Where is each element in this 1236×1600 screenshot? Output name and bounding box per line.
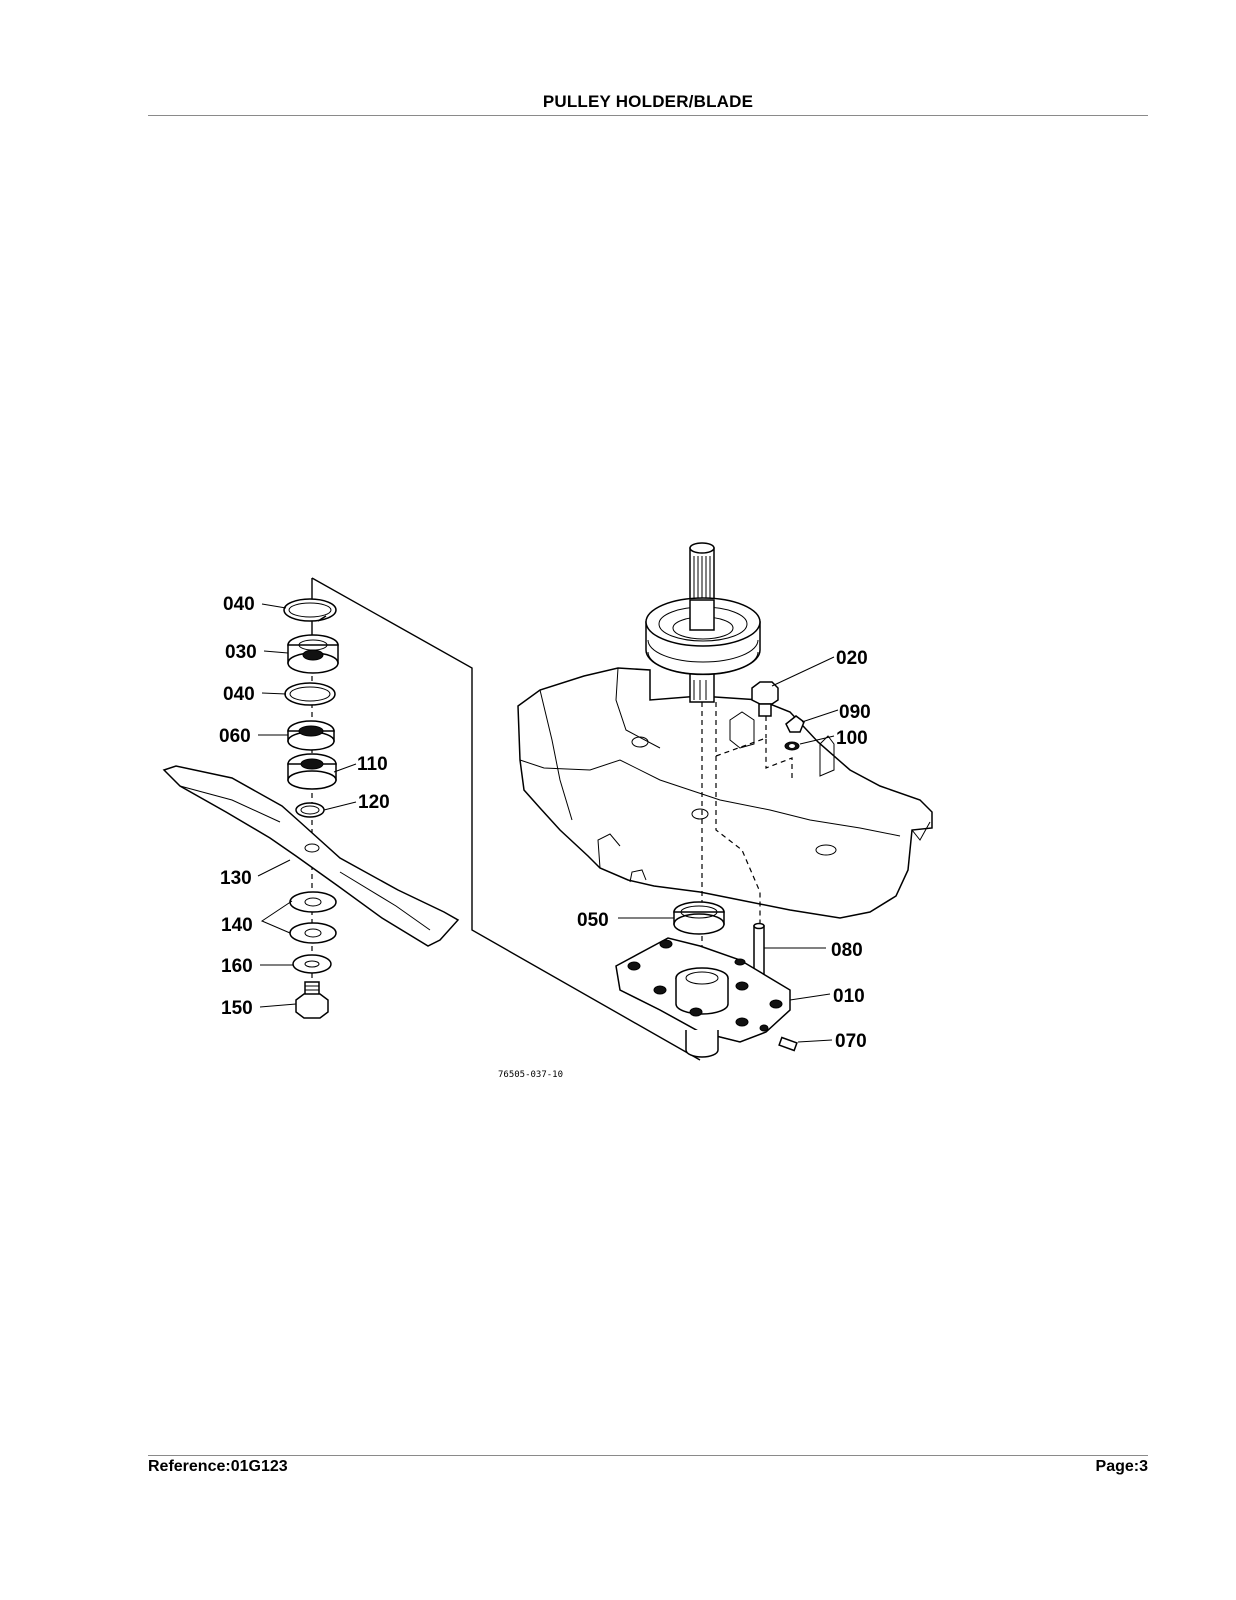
reference-text: Reference:01G123 — [148, 1458, 288, 1475]
drawing-code: 76505-037-10 — [498, 1070, 563, 1080]
callout-130: 130 — [220, 868, 252, 889]
washer-160 — [292, 954, 332, 974]
callout-070: 070 — [835, 1031, 867, 1052]
pulley — [645, 597, 761, 676]
bolt-150 — [295, 981, 329, 1019]
seal-050 — [673, 901, 725, 935]
holder-housing-010 — [615, 937, 791, 1058]
callout-030: 030 — [225, 642, 257, 663]
seal-060 — [287, 720, 335, 751]
screw-070 — [778, 1036, 798, 1052]
callout-010: 010 — [833, 986, 865, 1007]
callout-060: 060 — [219, 726, 251, 747]
callout-110: 110 — [357, 754, 388, 775]
snap-ring-040-lower — [284, 682, 336, 706]
circlip-120 — [295, 802, 325, 818]
bearing-030 — [287, 634, 339, 674]
header-rule — [148, 115, 1148, 116]
pin-080 — [753, 922, 765, 975]
page-title: PULLEY HOLDER/BLADE — [542, 92, 754, 111]
callout-090: 090 — [839, 702, 871, 723]
snap-ring-040-top — [283, 598, 337, 622]
washer-100 — [784, 741, 800, 751]
assembly-hidden-lines — [701, 702, 793, 960]
callout-150: 150 — [221, 998, 253, 1019]
page-number: Page:3 — [1095, 1458, 1148, 1475]
callout-labels: 040 030 040 060 110 120 130 140 160 150 … — [219, 594, 871, 1052]
callout-120: 120 — [358, 792, 390, 813]
callout-020: 020 — [836, 648, 868, 669]
bolt-020 — [751, 681, 779, 717]
footer-rule — [148, 1455, 1148, 1456]
callout-140: 140 — [221, 915, 253, 936]
leader-lines — [257, 603, 839, 1043]
callout-050: 050 — [577, 910, 609, 931]
collar-110 — [287, 753, 337, 790]
callout-080: 080 — [831, 940, 863, 961]
callout-100: 100 — [836, 728, 868, 749]
callout-040-top: 040 — [223, 594, 255, 615]
deck-housing — [517, 667, 933, 919]
grease-nipple-090 — [785, 715, 805, 733]
blade-130 — [162, 765, 460, 947]
washer-140-b — [289, 922, 337, 944]
callout-160: 160 — [221, 956, 253, 977]
washer-140-a — [289, 891, 337, 913]
callout-040-lower: 040 — [223, 684, 255, 705]
